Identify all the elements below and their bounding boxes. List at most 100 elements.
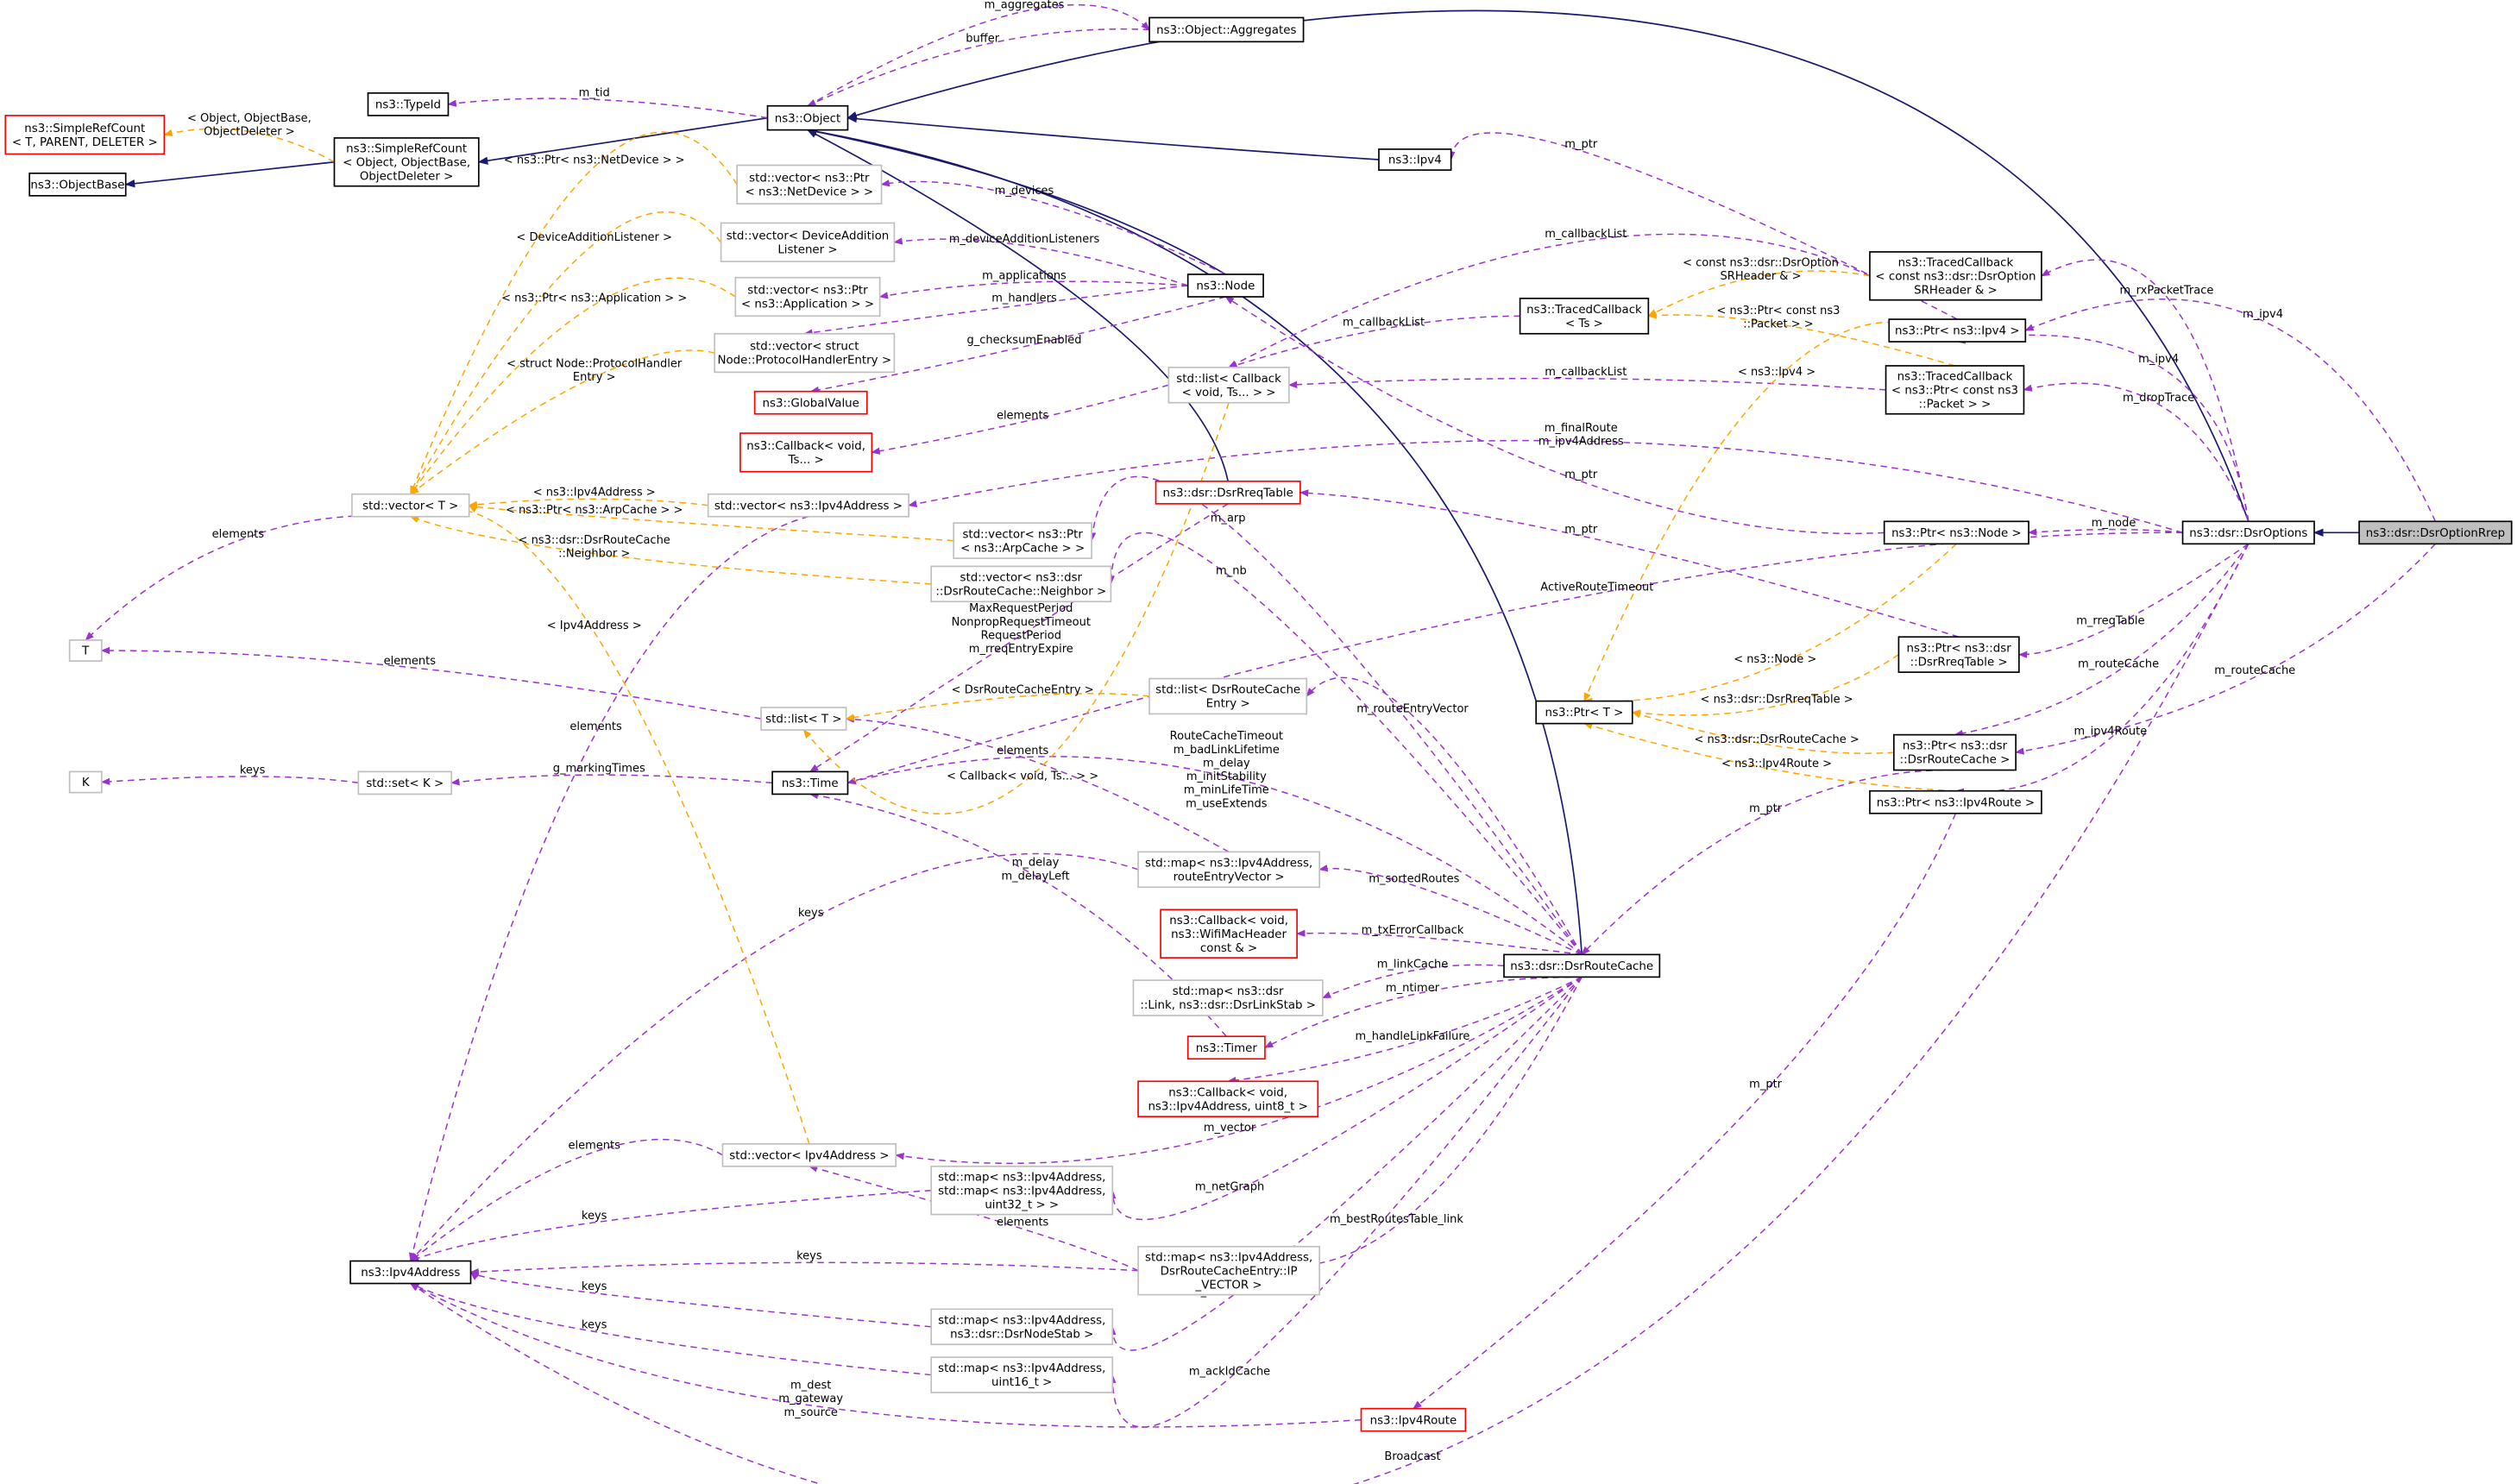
class-node-time[interactable]: ns3::Time xyxy=(771,770,849,795)
edge-label: m_ackIdCache xyxy=(1189,1366,1270,1379)
usage-edge-object-to-typeid xyxy=(447,97,768,119)
class-node-ipA[interactable]: ns3::Ipv4Address xyxy=(349,1260,472,1285)
class-node-object[interactable]: ns3::Object xyxy=(766,104,849,131)
usage-edge-mNet-to-ipA xyxy=(409,1189,932,1262)
class-node-rreq[interactable]: ns3::dsr::DsrRreqTable xyxy=(1155,481,1301,505)
class-node-gv[interactable]: ns3::GlobalValue xyxy=(753,390,868,415)
edge-label: m_ptr xyxy=(1564,523,1598,536)
class-node-mBest[interactable]: std::map< ns3::Ipv4Address,DsrRouteCache… xyxy=(1137,1245,1320,1296)
class-node-cbIp[interactable]: ns3::Callback< void,ns3::Ipv4Address, ui… xyxy=(1137,1080,1319,1118)
usage-edge-route-to-ipA xyxy=(409,1282,1362,1428)
class-node-mAck[interactable]: std::map< ns3::Ipv4Address,uint16_t > xyxy=(930,1356,1114,1393)
class-node-vIpA[interactable]: std::vector< ns3::Ipv4Address > xyxy=(707,493,909,518)
class-box xyxy=(930,1165,1114,1216)
class-node-objbase[interactable]: ns3::ObjectBase xyxy=(28,172,127,197)
class-node-lT[interactable]: std::list< T > xyxy=(760,707,847,731)
class-box xyxy=(351,493,470,518)
class-name: std::map< ns3::Ipv4Address,ns3::dsr::Dsr… xyxy=(938,1314,1105,1341)
class-node-vNb[interactable]: std::vector< ns3::dsr::DsrRouteCache::Ne… xyxy=(930,565,1112,603)
class-node-mRoutes[interactable]: std::map< ns3::Ipv4Address,routeEntryVec… xyxy=(1137,851,1320,889)
usage-edge-time-to-sK xyxy=(450,774,773,786)
class-node-timer[interactable]: ns3::Timer xyxy=(1186,1035,1266,1060)
class-name: ns3::dsr::DsrRreqTable xyxy=(1163,487,1293,500)
edge-label: < ns3::dsr::DsrRreqTable > xyxy=(1701,693,1853,706)
edge-label: < ns3::Ipv4Route > xyxy=(1721,758,1832,770)
class-node-node[interactable]: ns3::Node xyxy=(1186,274,1264,298)
usage-edge-sK-to-K xyxy=(100,776,359,786)
edge-label: elements xyxy=(997,1217,1049,1229)
usage-edge-rrep-to-pIpv4 xyxy=(2024,299,2437,522)
class-box xyxy=(736,164,883,204)
edge-label: elements xyxy=(997,409,1049,422)
usage-edge-opts-to-pIpv4 xyxy=(1956,334,2250,522)
class-node-pRoute[interactable]: ns3::Ptr< ns3::Ipv4Route > xyxy=(1869,789,2042,814)
class-box xyxy=(721,1142,897,1167)
class-box xyxy=(1155,481,1301,505)
class-node-pRC[interactable]: ns3::Ptr< ns3::dsr::DsrRouteCache > xyxy=(1893,733,2017,771)
usage-edge-pRoute-to-route xyxy=(1413,813,1957,1410)
class-name: ns3::Time xyxy=(782,777,839,790)
class-node-srcT[interactable]: ns3::SimpleRefCount< T, PARENT, DELETER … xyxy=(4,115,166,155)
class-node-srcO[interactable]: ns3::SimpleRefCount< Object, ObjectBase,… xyxy=(333,137,480,187)
class-node-tcPkt[interactable]: ns3::TracedCallback< ns3::Ptr< const ns3… xyxy=(1885,365,2025,415)
class-node-typeid[interactable]: ns3::TypeId xyxy=(367,92,450,116)
class-node-mNode[interactable]: std::map< ns3::Ipv4Address,ns3::dsr::Dsr… xyxy=(930,1308,1114,1346)
class-node-agg[interactable]: ns3::Object::Aggregates xyxy=(1148,16,1305,43)
class-node-lCb[interactable]: std::list< Callback< void, Ts... > > xyxy=(1167,366,1290,404)
class-name: std::vector< Ipv4Address > xyxy=(729,1149,889,1162)
class-node-cbTs[interactable]: ns3::Callback< void,Ts... > xyxy=(739,432,873,473)
class-node-vIp2[interactable]: std::vector< Ipv4Address > xyxy=(721,1142,897,1167)
class-node-K[interactable]: K xyxy=(68,770,103,794)
class-node-rc[interactable]: ns3::dsr::DsrRouteCache xyxy=(1503,953,1661,978)
usage-edge-mNode-to-ipA xyxy=(469,1271,932,1328)
class-box xyxy=(1148,16,1305,43)
class-node-pIpv4[interactable]: ns3::Ptr< ns3::Ipv4 > xyxy=(1888,318,2027,343)
class-node-pNode[interactable]: ns3::Ptr< ns3::Node > xyxy=(1883,520,2029,545)
template-edge-tcSR-to-tcTs xyxy=(1647,270,1871,317)
usage-edge-lCb-to-cbTs xyxy=(871,384,1169,455)
class-node-tcSR[interactable]: ns3::TracedCallback< const ns3::dsr::Dsr… xyxy=(1869,251,2042,301)
class-node-vArp[interactable]: std::vector< ns3::Ptr< ns3::ArpCache > > xyxy=(953,522,1092,559)
class-node-mNet[interactable]: std::map< ns3::Ipv4Address,std::map< ns3… xyxy=(930,1165,1114,1216)
edge-label: m_linkCache xyxy=(1377,958,1449,971)
class-node-rrep[interactable]: ns3::dsr::DsrOptionRrep xyxy=(2358,520,2513,545)
class-node-vT[interactable]: std::vector< T > xyxy=(351,493,470,518)
class-node-vApp[interactable]: std::vector< ns3::Ptr< ns3::Application … xyxy=(734,276,881,318)
class-node-tcTs[interactable]: ns3::TracedCallback< Ts > xyxy=(1519,298,1650,335)
class-name: std::vector< ns3::Ptr< ns3::ArpCache > > xyxy=(960,528,1085,555)
edge-label: keys xyxy=(798,907,824,920)
class-name: ns3::TypeId xyxy=(375,99,441,112)
class-node-pRreq[interactable]: ns3::Ptr< ns3::dsr::DsrRreqTable > xyxy=(1897,636,2020,673)
edge-label: m_callbackList xyxy=(1545,228,1627,241)
class-name: ns3::dsr::DsrOptionRrep xyxy=(2366,527,2505,540)
class-node-pT[interactable]: ns3::Ptr< T > xyxy=(1535,700,1633,725)
class-box xyxy=(1519,298,1650,335)
class-node-vNetDev[interactable]: std::vector< ns3::Ptr< ns3::NetDevice > … xyxy=(736,164,883,204)
usage-edge-pRC-to-rc xyxy=(1581,769,1955,956)
usage-edge-opts-to-vIpA xyxy=(908,439,2183,534)
class-name: std::vector< T > xyxy=(362,500,458,512)
class-box xyxy=(734,276,881,318)
class-node-route[interactable]: ns3::Ipv4Route xyxy=(1360,1407,1467,1432)
class-box xyxy=(771,770,849,795)
class-node-mLink[interactable]: std::map< ns3::dsr::Link, ns3::dsr::DsrL… xyxy=(1132,979,1324,1016)
edge-label: m_tid xyxy=(579,87,610,100)
class-node-T[interactable]: T xyxy=(68,639,103,662)
edge-label: m_callbackList xyxy=(1545,366,1627,379)
edge-label: keys xyxy=(240,764,266,777)
class-node-sK[interactable]: std::set< K > xyxy=(357,770,453,795)
edge-label: m_sortedRoutes xyxy=(1369,873,1459,886)
class-name: std::map< ns3::Ipv4Address,routeEntryVec… xyxy=(1145,857,1312,883)
class-name: ns3::Object xyxy=(775,112,841,125)
class-name: ns3::Ptr< ns3::dsr::DsrRreqTable > xyxy=(1907,642,2012,669)
class-box xyxy=(2358,520,2513,545)
class-node-opts[interactable]: ns3::dsr::DsrOptions xyxy=(2181,520,2315,545)
class-node-ipv4[interactable]: ns3::Ipv4 xyxy=(1378,148,1452,171)
